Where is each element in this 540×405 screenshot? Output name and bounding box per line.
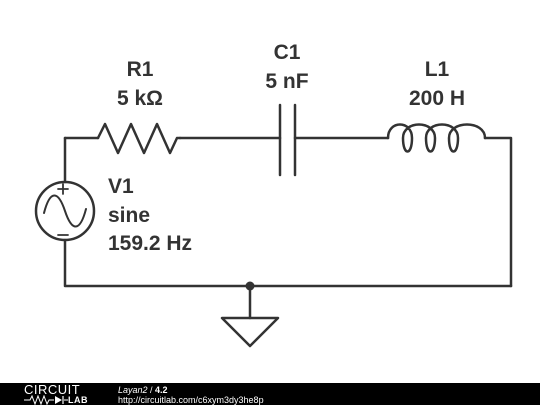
l1-name-label: L1 — [425, 58, 450, 81]
resistor-r1[interactable] — [96, 122, 182, 155]
path-separator: / — [147, 385, 156, 395]
capacitor-c1[interactable] — [278, 103, 297, 177]
wire-bottom — [63, 238, 513, 288]
project-info: Layan2 / 4.2 — [118, 385, 168, 395]
schematic-diagram: R1 5 kΩ C1 5 nF L1 200 H V1 sine 159.2 H… — [34, 41, 513, 348]
v1-type-label: sine — [108, 204, 150, 227]
c1-value-label: 5 nF — [265, 70, 308, 93]
inductor-l1[interactable] — [386, 123, 487, 153]
project-name[interactable]: Layan2 — [118, 385, 148, 395]
v1-frequency-label: 159.2 Hz — [108, 232, 192, 255]
v1-name-label: V1 — [108, 175, 134, 198]
l1-value-label: 200 H — [409, 87, 465, 110]
project-url-link[interactable]: http://circuitlab.com/c6xym3dy3he8p — [118, 395, 264, 405]
r1-name-label: R1 — [127, 58, 154, 81]
ground-symbol[interactable] — [220, 316, 280, 348]
version-number: 4.2 — [155, 385, 168, 395]
junction-dot — [245, 281, 255, 291]
resistor-logo-icon — [24, 395, 68, 405]
brand-lab-text: LAB — [68, 395, 88, 405]
c1-name-label: C1 — [274, 41, 301, 64]
wire-l1-to-right — [483, 136, 513, 288]
voltage-source-v1[interactable] — [34, 180, 96, 242]
r1-value-label: 5 kΩ — [117, 87, 163, 110]
footer-bar: CIRCUIT LAB Layan2 / 4.2 http://circuitl… — [0, 383, 540, 405]
brand-logo-top[interactable]: CIRCUIT — [24, 382, 81, 397]
brand-logo-bottom[interactable]: LAB — [24, 395, 114, 405]
